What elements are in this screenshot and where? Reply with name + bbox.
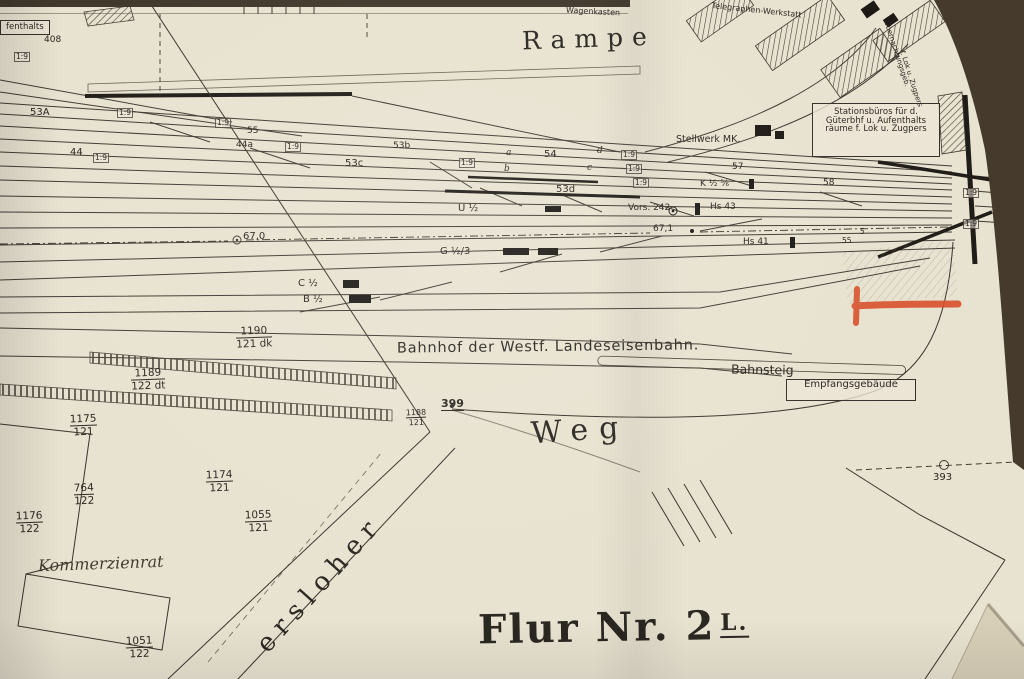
level-line: [0, 226, 951, 245]
track-label: 5: [860, 227, 865, 236]
track-label: b: [504, 164, 510, 174]
gradient-marker: 1:9: [626, 164, 643, 174]
parcel-number-bottom: 122 dt: [130, 377, 166, 393]
map-frame: [0, 0, 630, 14]
small-structures: [755, 0, 899, 139]
track-label: C ½: [298, 278, 318, 289]
track-label: B ½: [303, 294, 323, 305]
parcel-number-top: 1190: [240, 324, 268, 338]
signal-symbols: [343, 179, 795, 303]
gradient-marker: 1:9: [459, 158, 476, 168]
parcel-number-bottom: 122: [125, 646, 154, 660]
parcel-number-top: 1188: [405, 407, 427, 418]
stellwerk-label: Stellwerk MK.: [676, 134, 741, 145]
gradient-marker: 1:9: [215, 118, 232, 128]
track-label: 58: [823, 178, 835, 188]
parcel-number-top: 1175: [69, 412, 97, 426]
parcel-number-top: 764: [73, 481, 95, 495]
parcel-number-bottom: 121: [69, 424, 98, 438]
track-label: 55: [842, 236, 852, 245]
parcel-number-top: 1051: [125, 634, 153, 648]
gradient-marker: 1:9: [285, 142, 302, 152]
track-label: 67,0: [243, 231, 266, 242]
parcel-number-bottom: 121 dk: [235, 335, 273, 351]
track-label: c: [587, 163, 593, 173]
track-label: 399: [441, 397, 464, 411]
track-label: 55: [247, 126, 259, 136]
red-annotation-mark: [851, 286, 962, 326]
parcel-number-bottom: 122: [15, 521, 44, 535]
track-label: Hs 41: [743, 237, 769, 247]
stationsbueros-line1: Stationsbüros für d.: [834, 107, 918, 117]
parcel-number-top: 1176: [15, 509, 43, 523]
parcel-number-bottom: 121: [244, 520, 273, 534]
number-408-label: 408: [44, 35, 62, 45]
fenthalt-box: fenthalts: [0, 20, 50, 35]
track-label: 53b: [393, 141, 411, 151]
track-label: d: [597, 146, 603, 156]
gradient-marker: 1:9: [633, 178, 650, 188]
parcel-number-bottom: 121: [405, 416, 427, 428]
gradient-marker: 1:9: [963, 219, 980, 229]
parcel-number-top: 1174: [205, 468, 233, 482]
gradient-marker: 1:9: [963, 188, 980, 198]
track-label: G ½/3: [440, 246, 471, 257]
buildings: [685, 0, 967, 155]
track-label: 57: [732, 162, 744, 172]
pencil-shading: [842, 240, 958, 304]
gradient-marker: 1:9: [93, 153, 110, 163]
stationsbueros-box: Stationsbüros für d. Güterbhf u. Aufenth…: [812, 103, 940, 157]
track-label: 44: [70, 147, 83, 158]
parcel-number-top: 1055: [244, 508, 272, 522]
parcel-number-bottom: 121: [205, 480, 234, 494]
track-label: 67,1: [653, 224, 674, 234]
track-label: 44a: [236, 140, 253, 150]
paper-edges: [934, 0, 1024, 679]
track-label: Vors. 242: [628, 203, 671, 213]
track-label: 53d: [556, 184, 576, 195]
stationsbueros-line3: räume f. Lok u. Zugpers: [825, 124, 927, 134]
parcel-number-top: 1189: [134, 366, 162, 380]
track-label: U ½: [458, 203, 479, 214]
track-label: Hs 43: [710, 202, 736, 212]
empfangsgebaeude-box: Empfangsgebäude: [786, 379, 916, 401]
track-label: 54: [544, 149, 557, 160]
stationsbueros-line2: Güterbhf u. Aufenthalts: [825, 115, 927, 126]
track-label: a: [506, 148, 512, 158]
track-label: 53c: [345, 158, 364, 169]
dashed-lines: [159, 14, 1017, 663]
track-label: 393: [933, 472, 953, 483]
gradient-marker: 1:9: [14, 52, 31, 62]
track-label: 53A: [30, 107, 50, 118]
track-label: K ½ ⅚: [700, 179, 730, 189]
parcel-number-bottom: 122: [73, 493, 95, 507]
gradient-marker: 1:9: [117, 108, 134, 118]
bold-track-segments: [84, 92, 993, 265]
gradient-marker: 1:9: [621, 150, 638, 160]
hatched-bands: [0, 5, 907, 422]
